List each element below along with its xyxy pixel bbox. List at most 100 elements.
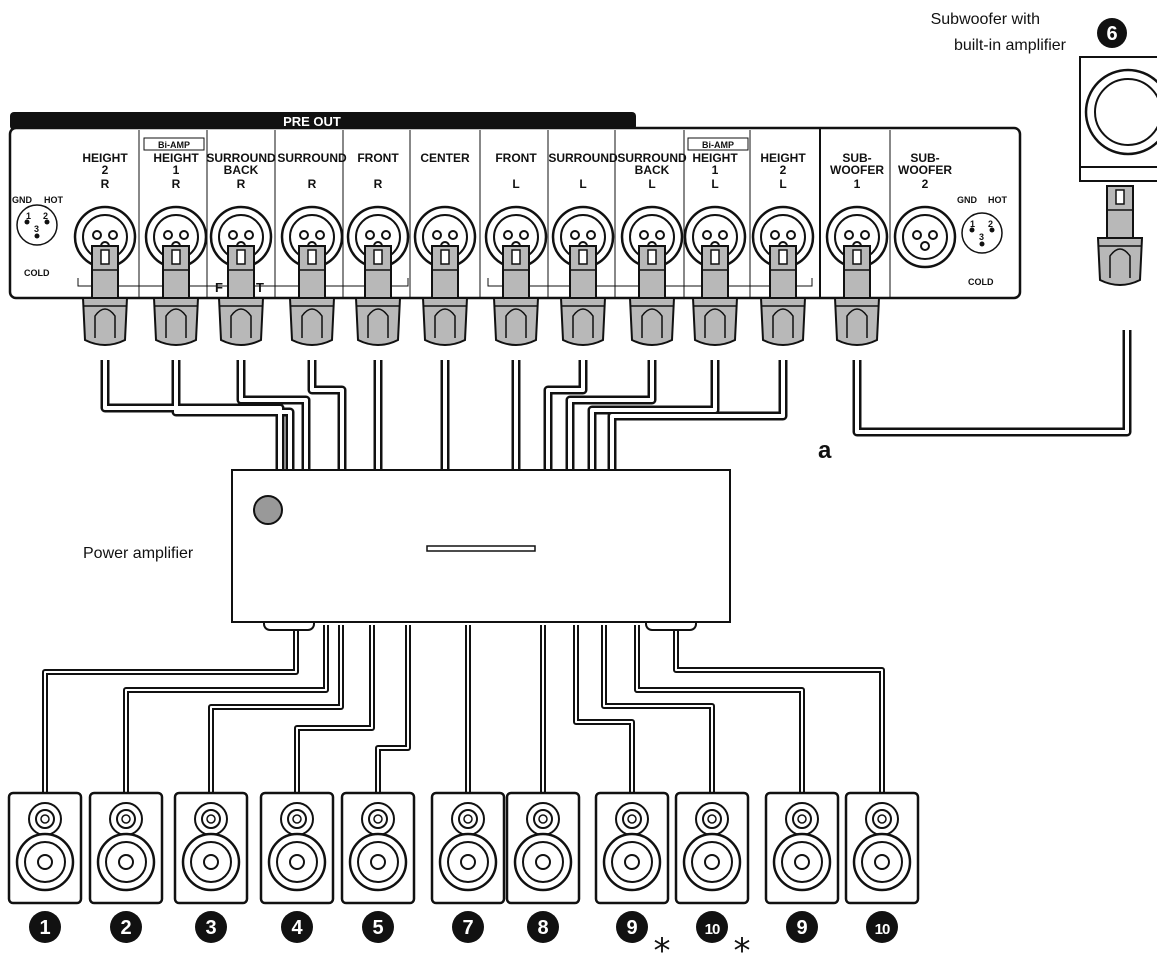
jack-label-text: WOOFER [830,163,884,177]
svg-text:1: 1 [26,211,31,221]
speaker-number-badge [866,911,898,943]
pin-legend-right: GND HOT 1 2 3 COLD [957,195,1008,287]
speaker-5: 7 [430,791,506,943]
asterisk-mark: * [734,931,751,957]
svg-text:COLD: COLD [968,277,994,287]
speaker-number-badge [696,911,728,943]
svg-text:Bi-AMP: Bi-AMP [158,140,190,150]
svg-text:3: 3 [979,232,984,242]
jack-label-text: L [711,177,718,191]
jack-label-text: R [237,177,246,191]
jack-label-text: 1 [712,163,719,177]
cable-height2-l [607,360,788,480]
jack-label-text: 2 [780,163,787,177]
cable-marker-a: a [818,437,832,464]
amp-to-speaker-wires [42,625,885,800]
svg-text:GND: GND [957,195,978,205]
speaker-4: 5 [340,791,416,943]
speaker-number-badge [786,911,818,943]
jack-label-text: HEIGHT [82,151,128,165]
cable-height2-r [100,360,285,480]
group-label-t: T [256,280,264,295]
jack-label-7: SURROUND L [548,151,618,191]
cable-surround-back-r [236,360,311,480]
speaker-number-badge [195,911,227,943]
speaker-number-badge [110,911,142,943]
pre-out-header-bar [10,112,636,130]
jack-label-text: 1 [173,163,180,177]
svg-text:1: 1 [970,219,975,229]
jack-label-5: CENTER [420,151,470,165]
wire-5 [375,625,411,800]
jack-label-text: L [648,177,655,191]
jack-label-text: FRONT [357,151,399,165]
pre-out-label: PRE OUT [283,114,341,129]
receiver-to-amp-cables [100,330,1132,480]
xlr-plug-0 [81,245,129,346]
xlr-plug-10 [759,245,807,346]
wire-3 [208,625,344,800]
jack-label-4: FRONT R [357,151,399,191]
subwoofer-caption-line1: Subwoofer with [931,11,1040,28]
speaker-number: 10 [705,921,720,938]
jack-label-text: L [512,177,519,191]
jack-label-text: 2 [922,177,929,191]
xlr-jack [551,205,615,269]
jack-label-text: SURROUND [206,151,276,165]
jack-label-text: SURROUND [617,151,687,165]
jack-label-text: HEIGHT [153,151,199,165]
speaker-number-badge [281,911,313,943]
speaker-number: 1 [39,917,50,939]
jack-label-text: L [579,177,586,191]
svg-text:3: 3 [34,224,39,234]
svg-text:COLD: COLD [24,268,50,278]
xlr-plug-11 [833,245,881,346]
xlr-plug-1 [152,245,200,346]
jack-label-text: L [779,177,786,191]
speaker-number: 9 [626,917,637,939]
wire-9 [634,625,805,800]
jack-label-text: 1 [854,177,861,191]
speaker-number: 4 [291,917,303,939]
svg-text:HOT: HOT [44,195,64,205]
xlr-jack [893,205,957,269]
speaker-number: 3 [205,917,216,939]
jack-label-text: HEIGHT [692,151,738,165]
svg-text:GND: GND [12,195,33,205]
svg-text:Bi-AMP: Bi-AMP [702,140,734,150]
jack-label-text: FRONT [495,151,537,165]
subwoofer-number-badge [1097,18,1127,48]
jack-label-text: R [308,177,317,191]
jack-label-text: 2 [102,163,109,177]
speaker-9: 9 [764,791,840,943]
speaker-6: 8 [505,791,581,943]
xlr-plug-2 [217,245,265,346]
xlr-plug-subwoofer [1096,185,1144,286]
xlr-plug-8 [628,245,676,346]
speaker-number: 9 [796,917,807,939]
speaker-3: 4 [259,791,335,943]
amp-power-knob [253,495,283,525]
jack-label-text: R [374,177,383,191]
cable-height1-r [171,360,295,480]
speaker-2: 3 [173,791,249,943]
asterisk-mark: * [654,931,671,957]
xlr-plug-4 [354,245,402,346]
subwoofer-number: 6 [1106,23,1117,45]
xlr-plug-7 [559,245,607,346]
cable-surround-r [307,360,347,480]
jack-label-text: WOOFER [898,163,952,177]
jack-label-text: R [101,177,110,191]
cable-subwoofer [852,330,1132,437]
subwoofer-unit: Subwoofer with built-in amplifier 6 [931,11,1157,182]
speaker-number: 8 [537,917,548,939]
wire-10 [673,625,885,800]
speaker-1: 2 [88,791,164,943]
jack-label-text: SURROUND [548,151,618,165]
amp-display-slot [426,545,536,552]
pin-legend-left: GND HOT 1 2 3 COLD [12,195,64,278]
xlr-plug-6 [492,245,540,346]
